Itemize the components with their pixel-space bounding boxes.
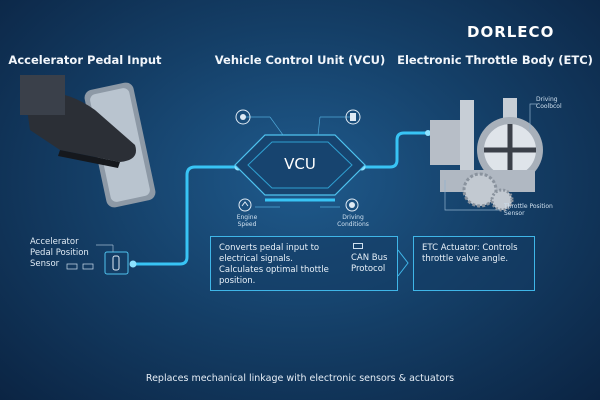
accelerator-pedal-illustration bbox=[20, 75, 156, 208]
can-bus-icon bbox=[353, 243, 363, 249]
vcu-description-box: Converts pedal input to electrical signa… bbox=[210, 236, 398, 291]
engine-speed-icon bbox=[238, 198, 252, 212]
vcu-description-text: Converts pedal input to electrical signa… bbox=[219, 243, 329, 286]
pedal-to-vcu-line bbox=[133, 165, 238, 266]
etc-actuator-box: ETC Actuator: Controls throttle valve an… bbox=[413, 236, 535, 291]
driving-conditions-label: Driving Conditions bbox=[337, 214, 369, 228]
vcu-top-right-icon bbox=[345, 109, 361, 125]
engine-speed-label: Engine Speed bbox=[236, 214, 258, 228]
vcu-chip bbox=[234, 116, 366, 208]
pedal-section-title: Accelerator Pedal Input bbox=[8, 53, 162, 67]
etc-driving-label: Driving Coolbcol bbox=[536, 96, 562, 110]
footer-caption: Replaces mechanical linkage with electro… bbox=[145, 373, 455, 384]
dorleco-logo: DORLECO bbox=[467, 23, 555, 41]
vcu-top-left-icon bbox=[235, 109, 251, 125]
vcu-to-etc-line bbox=[362, 131, 428, 169]
pedal-sensor-label: Accelerator Pedal Position Sensor bbox=[30, 237, 89, 269]
vcu-section-title: Vehicle Control Unit (VCU) bbox=[214, 53, 386, 67]
driving-conditions-gear-icon bbox=[345, 198, 359, 212]
vcu-chip-label: VCU bbox=[284, 155, 316, 173]
throttle-position-sensor-label: Throttle Position Sensor bbox=[504, 203, 553, 217]
etc-section-title: Electronic Throttle Body (ETC) bbox=[397, 53, 593, 67]
pedal-position-sensor bbox=[66, 244, 129, 275]
etc-actuator-text: ETC Actuator: Controls throttle valve an… bbox=[422, 243, 518, 264]
can-bus-label: CAN Bus Protocol bbox=[351, 253, 388, 274]
throttle-body-illustration bbox=[430, 98, 543, 212]
